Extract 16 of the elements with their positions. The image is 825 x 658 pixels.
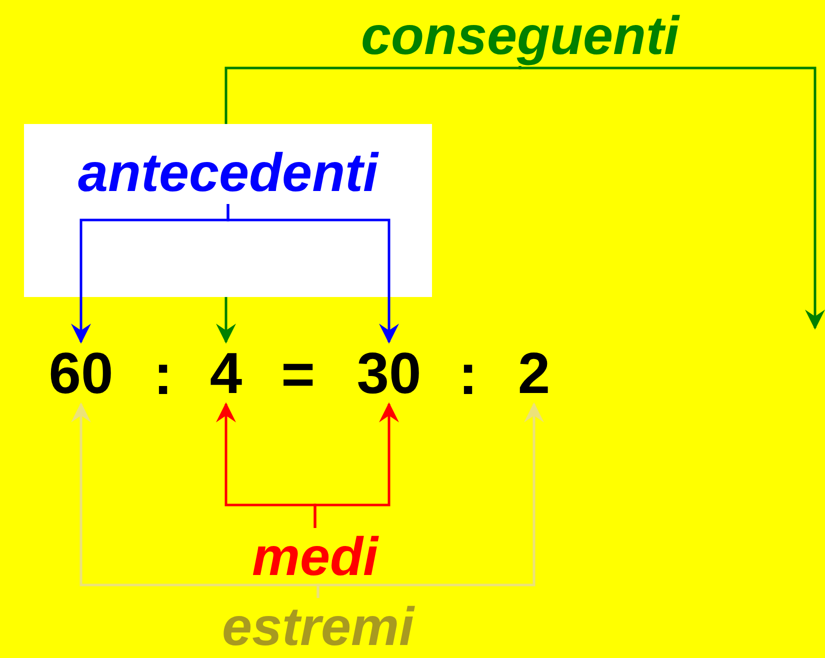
bracket-arrow [518, 64, 825, 330]
number: 60 [40, 342, 122, 404]
number: 30 [350, 342, 428, 404]
bracket-arrow [314, 402, 399, 528]
term-label: estremi [210, 598, 426, 656]
operator-sign: : [457, 342, 479, 408]
term-label: antecedenti [24, 142, 432, 204]
bracket-arrow [226, 204, 399, 344]
label-panel [24, 124, 432, 297]
number: 4 [203, 342, 249, 404]
number: 2 [512, 342, 556, 404]
term-label: medi [235, 528, 395, 586]
term-label: conseguenti [320, 6, 720, 66]
bracket-arrow [316, 402, 544, 598]
operator-sign: : [152, 342, 174, 408]
operator-sign: = [280, 342, 316, 408]
